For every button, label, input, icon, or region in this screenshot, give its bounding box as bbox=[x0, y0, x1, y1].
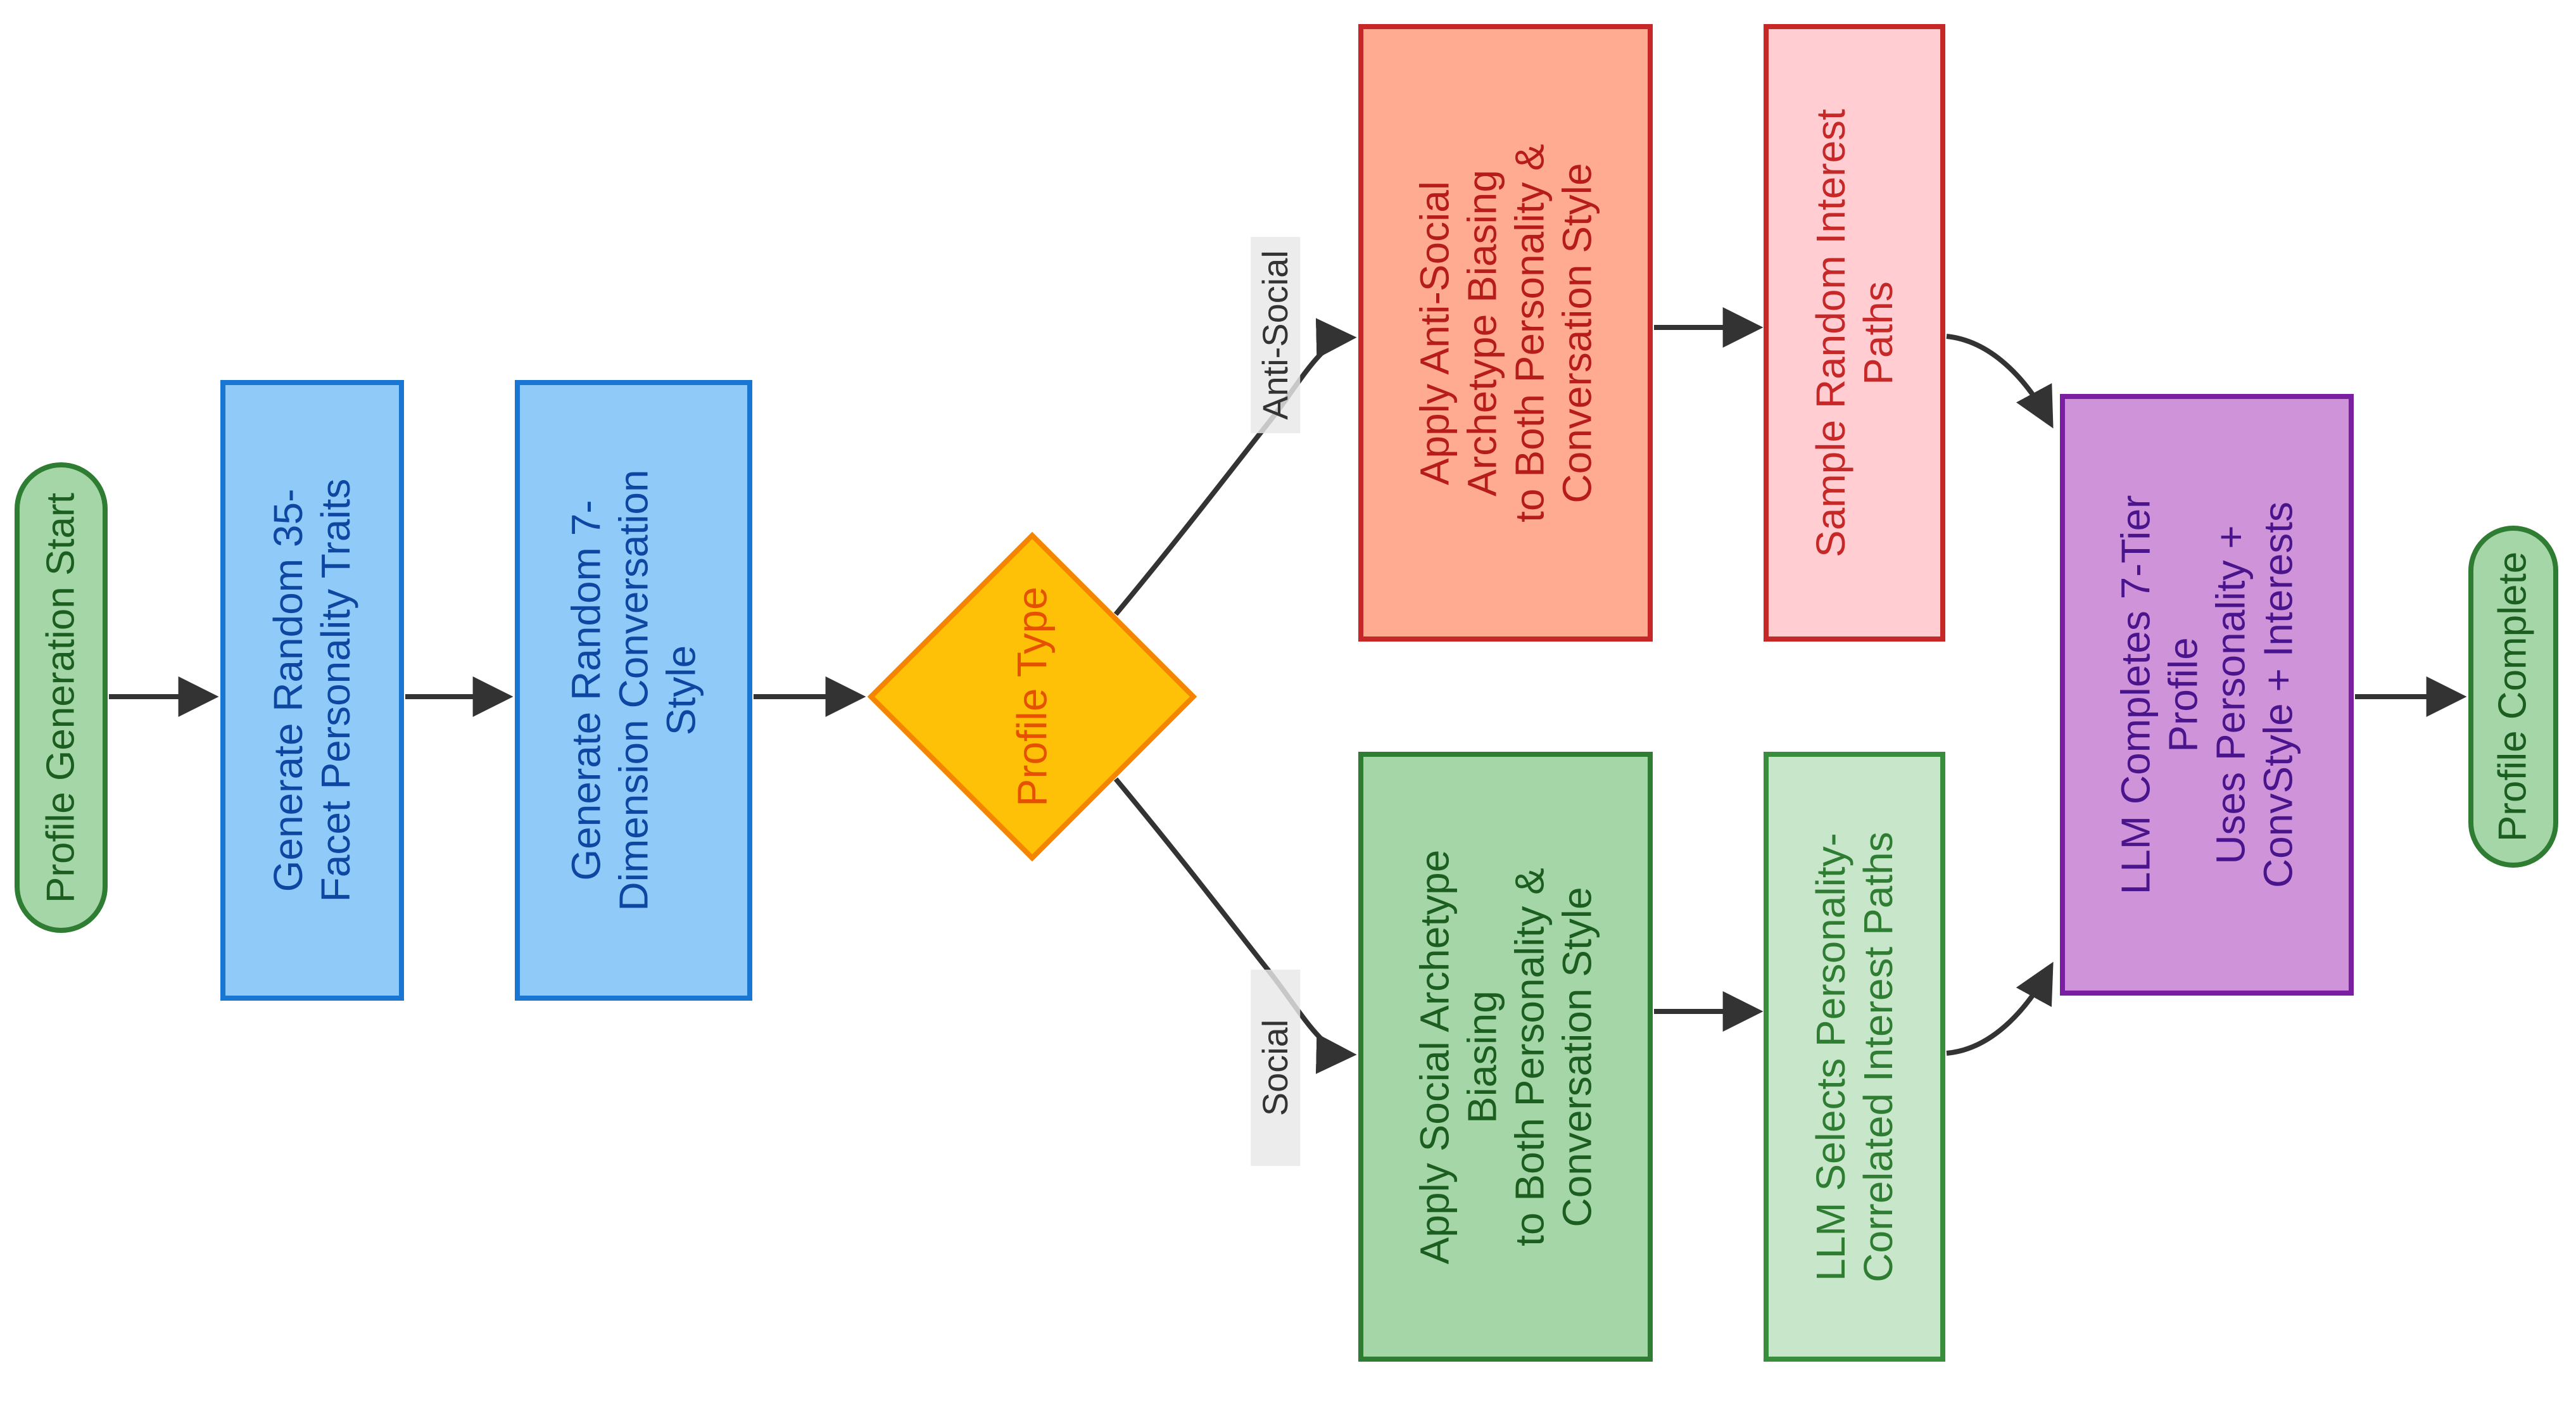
node-generate-personality-traits: Generate Random 35- Facet Personality Tr… bbox=[220, 380, 404, 1001]
edge-sample-to-llmcompletes bbox=[1946, 334, 2054, 429]
edge-decision-to-antisocial bbox=[1113, 318, 1357, 616]
node-llm-completes-profile-label: LLM Completes 7-Tier Profile Uses Person… bbox=[2112, 495, 2301, 895]
edge-label-anti-social-text: Anti-Social bbox=[1251, 237, 1300, 433]
node-apply-antisocial-biasing: Apply Anti-Social Archetype Biasing to B… bbox=[1358, 24, 1653, 642]
node-llm-selects-interests-label: LLM Selects Personality- Correlated Inte… bbox=[1807, 831, 1901, 1282]
node-profile-complete-label: Profile Complete bbox=[2491, 551, 2535, 842]
edge-llmselects-to-llmcompletes bbox=[1946, 961, 2054, 1056]
node-llm-selects-interests: LLM Selects Personality- Correlated Inte… bbox=[1764, 752, 1945, 1362]
node-generate-conversation-style: Generate Random 7- Dimension Conversatio… bbox=[515, 380, 752, 1001]
node-apply-social-biasing: Apply Social Archetype Biasing to Both P… bbox=[1358, 752, 1653, 1362]
node-generate-personality-traits-label: Generate Random 35- Facet Personality Tr… bbox=[265, 478, 358, 902]
node-profile-generation-start-label: Profile Generation Start bbox=[39, 492, 83, 903]
node-sample-random-interests: Sample Random Interest Paths bbox=[1764, 24, 1945, 642]
node-profile-complete: Profile Complete bbox=[2468, 526, 2558, 868]
node-profile-type-label: Profile Type bbox=[1008, 586, 1056, 807]
edge-decision-to-social bbox=[1113, 777, 1357, 1074]
node-generate-conversation-style-label: Generate Random 7- Dimension Conversatio… bbox=[563, 469, 704, 911]
edge-label-social-text: Social bbox=[1251, 970, 1300, 1166]
node-apply-antisocial-biasing-label: Apply Anti-Social Archetype Biasing to B… bbox=[1411, 143, 1600, 522]
node-apply-social-biasing-label: Apply Social Archetype Biasing to Both P… bbox=[1411, 849, 1600, 1264]
node-profile-generation-start: Profile Generation Start bbox=[15, 462, 108, 933]
node-sample-random-interests-label: Sample Random Interest Paths bbox=[1807, 108, 1901, 557]
node-llm-completes-profile: LLM Completes 7-Tier Profile Uses Person… bbox=[2060, 394, 2354, 996]
